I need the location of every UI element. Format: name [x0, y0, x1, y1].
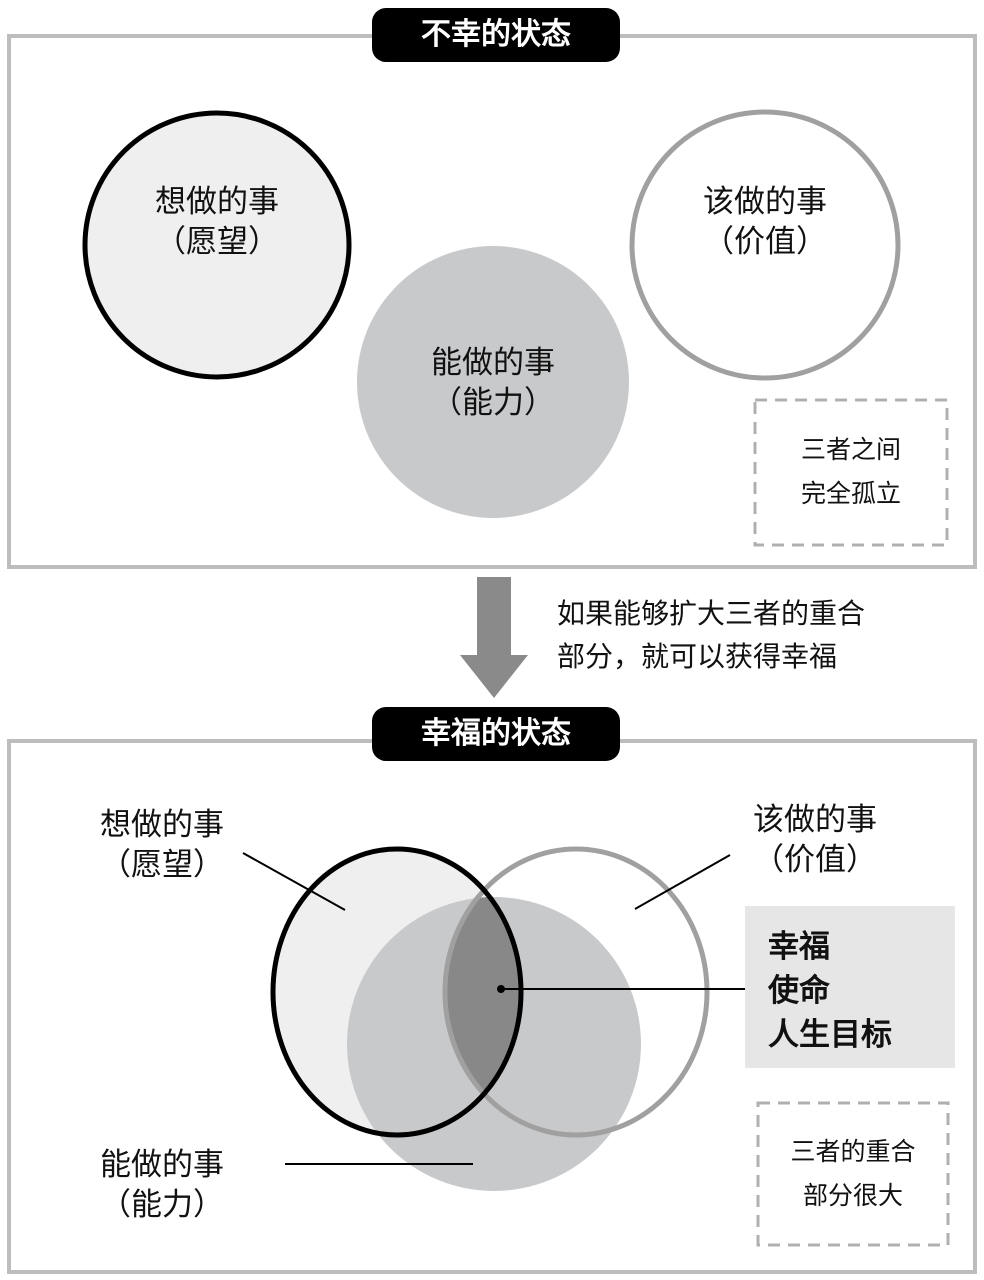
- want-label: 想做的事 （愿望）: [117, 182, 317, 263]
- bottom-want-label-line2: （愿望）: [100, 847, 224, 884]
- should-label: 该做的事 （价值）: [665, 182, 865, 263]
- overlap-label-line3: 人生目标: [768, 1017, 892, 1053]
- top-note-line1: 三者之间: [800, 435, 901, 464]
- top-note-box: [753, 398, 949, 547]
- overlap-label-box: [745, 906, 955, 1068]
- bottom-can-label-line1: 能做的事: [100, 1147, 224, 1183]
- overlap-region: [445, 897, 521, 1135]
- bottom-note: 三者的重合 部分很大: [758, 1130, 948, 1218]
- can-label: 能做的事 （能力）: [393, 343, 593, 424]
- want-label-line2: （愿望）: [155, 224, 279, 261]
- bottom-note-line2: 部分很大: [802, 1181, 903, 1210]
- should-circle: [442, 846, 710, 1138]
- top-note: 三者之间 完全孤立: [755, 428, 947, 516]
- want-circle-isolated: [82, 110, 352, 380]
- top-note-line2: 完全孤立: [800, 479, 901, 508]
- want-leader-line: [242, 852, 346, 911]
- bottom-should-label: 该做的事 （价值）: [715, 800, 915, 881]
- can-label-line2: （能力）: [431, 385, 555, 422]
- transition-line2: 部分，就可以获得幸福: [557, 640, 838, 673]
- transition-line1: 如果能够扩大三者的重合: [557, 597, 866, 630]
- want-label-line1: 想做的事: [155, 184, 279, 220]
- transition-text: 如果能够扩大三者的重合 部分，就可以获得幸福: [557, 592, 865, 678]
- bottom-want-label: 想做的事 （愿望）: [62, 805, 262, 886]
- can-label-line1: 能做的事: [431, 345, 555, 381]
- should-circle-isolated: [629, 109, 901, 381]
- bottom-want-label-line1: 想做的事: [100, 807, 224, 843]
- should-label-line1: 该做的事: [703, 184, 827, 220]
- happy-state-title: 幸福的状态: [372, 707, 620, 761]
- bottom-should-label-line2: （价值）: [753, 842, 877, 879]
- bottom-can-label: 能做的事 （能力）: [62, 1145, 262, 1226]
- overlap-label-line2: 使命: [768, 973, 830, 1009]
- down-arrow-icon: [460, 577, 528, 698]
- bottom-can-label-line2: （能力）: [100, 1187, 224, 1224]
- want-circle: [270, 846, 524, 1138]
- bottom-note-box: [756, 1101, 950, 1247]
- bottom-note-line1: 三者的重合: [790, 1137, 916, 1166]
- overlap-label: 幸福 使命 人生目标: [768, 925, 892, 1057]
- overlap-label-line1: 幸福: [768, 929, 830, 965]
- should-leader-line: [634, 854, 731, 910]
- can-circle-isolated: [357, 246, 629, 518]
- bottom-should-label-line1: 该做的事: [753, 802, 877, 838]
- should-label-line2: （价值）: [703, 224, 827, 261]
- unhappy-state-title: 不幸的状态: [372, 8, 620, 62]
